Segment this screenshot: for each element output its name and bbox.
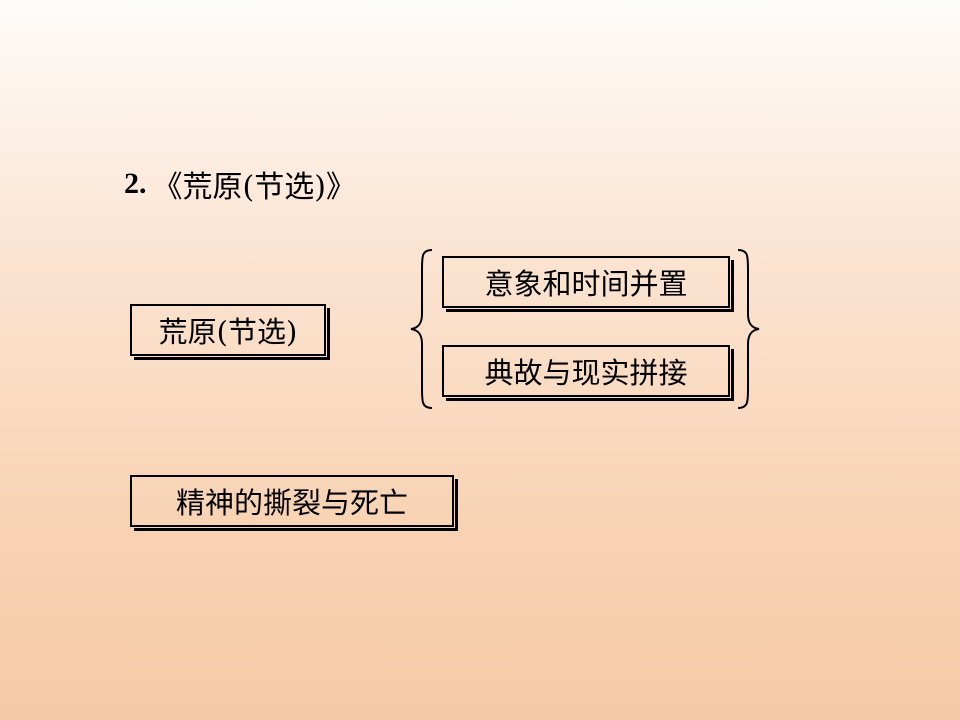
section-heading: 2 . 《荒原(节选)》 [124,160,356,208]
theme-label: 精神的撕裂与死亡 [175,486,408,520]
section-number: 2 [124,167,139,200]
theme-box: 精神的撕裂与死亡 [130,475,458,531]
branch-box-allusion: 典故与现实拼接 [442,345,734,401]
root-concept-label: 荒原(节选) [158,315,298,349]
branch-label-allusion: 典故与现实拼接 [484,356,688,390]
branch-box-imagery: 意象和时间并置 [442,256,734,312]
left-curly-brace [410,249,433,409]
root-concept-box: 荒原(节选) [130,304,330,360]
section-number-separator: . [139,167,147,200]
branch-label-imagery: 意象和时间并置 [484,267,688,301]
right-curly-brace [737,249,760,409]
section-title: 《荒原(节选)》 [152,170,356,205]
